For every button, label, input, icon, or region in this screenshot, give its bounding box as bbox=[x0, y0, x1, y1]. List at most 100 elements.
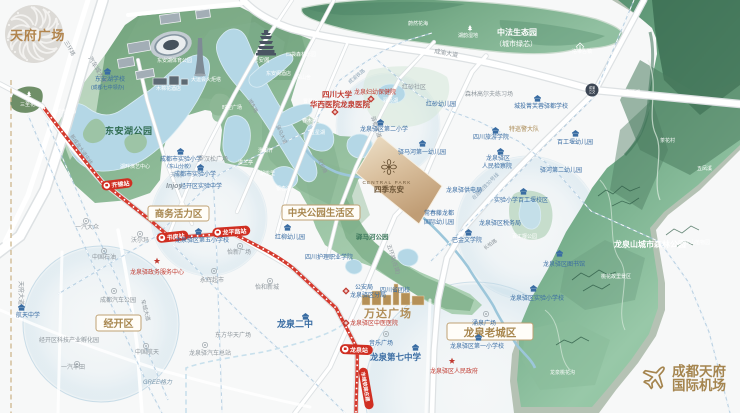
svg-text:中国航天: 中国航天 bbox=[135, 348, 159, 356]
svg-text:东安湖学校: 东安湖学校 bbox=[95, 75, 125, 83]
svg-text:桃花故里景区: 桃花故里景区 bbox=[601, 273, 631, 280]
svg-text:龙泉驿区分局: 龙泉驿区分局 bbox=[350, 291, 386, 299]
svg-text:人民检察院: 人民检察院 bbox=[482, 162, 512, 170]
svg-text:立交: 立交 bbox=[589, 89, 596, 94]
svg-text:龙泉驿区图书馆: 龙泉驿区图书馆 bbox=[543, 260, 585, 268]
svg-text:龙泉驿区第二小学: 龙泉驿区第二小学 bbox=[360, 125, 408, 133]
svg-text:驿马河第一幼儿园: 驿马河第一幼儿园 bbox=[398, 148, 446, 156]
svg-text:天府大道: 天府大道 bbox=[17, 281, 25, 305]
svg-text:龙泉站: 龙泉站 bbox=[350, 346, 368, 355]
svg-text:东安阁酒店: 东安阁酒店 bbox=[266, 70, 291, 77]
svg-text:齐锦站: 齐锦站 bbox=[111, 179, 130, 189]
svg-text:龙泉驿政务服务中心: 龙泉驿政务服务中心 bbox=[130, 268, 184, 276]
svg-text:一汽丰田: 一汽丰田 bbox=[61, 363, 85, 371]
svg-text:成渝: 成渝 bbox=[589, 85, 596, 90]
svg-text:(成都七中领办): (成都七中领办) bbox=[91, 84, 125, 91]
svg-text:涌泉广场: 涌泉广场 bbox=[472, 319, 496, 327]
svg-text:红砂社区: 红砂社区 bbox=[402, 83, 426, 91]
svg-text:龙泉驿区人民政府: 龙泉驿区人民政府 bbox=[430, 367, 478, 375]
svg-text:（城市绿芯）: （城市绿芯） bbox=[495, 39, 537, 48]
svg-text:成都市实验小学: 成都市实验小学 bbox=[174, 170, 216, 178]
svg-text:成都汽车公园: 成都汽车公园 bbox=[100, 296, 136, 304]
svg-text:航天中学: 航天中学 bbox=[16, 311, 40, 319]
svg-text:时空广场: 时空广场 bbox=[222, 104, 242, 111]
svg-text:龙泉驿汽车总站: 龙泉驿汽车总站 bbox=[189, 349, 231, 357]
svg-text:经开区实验中学: 经开区实验中学 bbox=[180, 182, 222, 190]
svg-text:东安湖公园: 东安湖公园 bbox=[105, 125, 153, 136]
svg-text:湖畔演艺中心: 湖畔演艺中心 bbox=[120, 163, 150, 170]
svg-text:东安湖体育公园: 东安湖体育公园 bbox=[157, 57, 192, 64]
svg-text:龙泉驿供电局: 龙泉驿供电局 bbox=[446, 186, 482, 194]
svg-text:森林高尔夫练习场: 森林高尔夫练习场 bbox=[465, 90, 513, 98]
svg-text:国际机场: 国际机场 bbox=[672, 377, 726, 393]
svg-text:实验小学百工堰校区: 实验小学百工堰校区 bbox=[494, 196, 548, 204]
svg-text:万达广场: 万达广场 bbox=[363, 306, 412, 320]
svg-text:大运会火炬塔: 大运会火炬塔 bbox=[191, 76, 221, 83]
svg-text:龙泉老城区: 龙泉老城区 bbox=[463, 326, 517, 339]
svg-text:龙泉二中: 龙泉二中 bbox=[276, 318, 313, 329]
svg-text:龙泉驿区: 龙泉驿区 bbox=[486, 154, 510, 162]
svg-text:四川护理职业学院: 四川护理职业学院 bbox=[305, 253, 353, 261]
svg-text:怡和新城: 怡和新城 bbox=[255, 283, 279, 291]
svg-text:成都天府: 成都天府 bbox=[672, 363, 726, 379]
svg-text:龙泉驿区实验小学校: 龙泉驿区实验小学校 bbox=[510, 294, 564, 302]
svg-text:茶花村: 茶花村 bbox=[660, 137, 675, 144]
svg-text:经开区科技产业孵化园: 经开区科技产业孵化园 bbox=[39, 336, 99, 344]
svg-text:国际幼儿园: 国际幼儿园 bbox=[424, 218, 454, 226]
svg-text:龙泉驿区中医医院: 龙泉驿区中医医院 bbox=[350, 319, 398, 327]
svg-text:宝狮湖: 宝狮湖 bbox=[625, 89, 640, 96]
svg-text:春木斋: 春木斋 bbox=[302, 117, 317, 124]
svg-text:生态湿地: 生态湿地 bbox=[331, 255, 351, 262]
svg-text:中国石油: 中国石油 bbox=[92, 253, 116, 261]
svg-text:红柳幼儿园: 红柳幼儿园 bbox=[275, 233, 305, 241]
svg-text:洛带古镇: 洛带古镇 bbox=[572, 48, 592, 55]
svg-text:湖韵湿地: 湖韵湿地 bbox=[458, 32, 478, 39]
svg-text:商务活力区: 商务活力区 bbox=[155, 208, 203, 220]
svg-text:龙泉妇幼保健院: 龙泉妇幼保健院 bbox=[354, 88, 396, 96]
svg-text:驿马河公园: 驿马河公园 bbox=[356, 232, 389, 241]
svg-text:永辉超市: 永辉超市 bbox=[200, 276, 224, 284]
svg-text:龙平路站: 龙平路站 bbox=[222, 227, 247, 237]
svg-text:龙泉第七中学: 龙泉第七中学 bbox=[369, 352, 422, 362]
svg-text:公安局: 公安局 bbox=[355, 283, 373, 291]
svg-text:常春藤龙都: 常春藤龙都 bbox=[424, 209, 454, 217]
svg-text:东安阁: 东安阁 bbox=[253, 56, 270, 64]
svg-text:音乐广场: 音乐广场 bbox=[369, 339, 393, 347]
svg-text:中法生态园: 中法生态园 bbox=[497, 27, 537, 37]
svg-text:漫兰亭: 漫兰亭 bbox=[238, 159, 253, 166]
svg-text:一汽大众: 一汽大众 bbox=[75, 223, 99, 231]
svg-text:巴金文学院: 巴金文学院 bbox=[452, 236, 482, 244]
svg-text:胡桃里: 胡桃里 bbox=[260, 170, 275, 177]
svg-text:龙泉山城市森林公园: 龙泉山城市森林公园 bbox=[613, 239, 686, 249]
svg-text:五星湖: 五星湖 bbox=[310, 129, 325, 136]
svg-text:罗汉松广场: 罗汉松广场 bbox=[198, 155, 228, 163]
svg-text:四季东安: 四季东安 bbox=[374, 184, 404, 194]
svg-text:驿河第二幼儿园: 驿河第二幼儿园 bbox=[540, 166, 582, 174]
svg-text:四川旅游学院: 四川旅游学院 bbox=[473, 133, 509, 141]
svg-text:中央公园生活区: 中央公园生活区 bbox=[288, 207, 355, 219]
svg-text:书房站: 书房站 bbox=[166, 232, 185, 242]
svg-text:五凤溪: 五凤溪 bbox=[697, 165, 712, 172]
svg-text:四川大学: 四川大学 bbox=[322, 89, 352, 99]
svg-text:时光花海: 时光花海 bbox=[56, 108, 76, 115]
svg-text:百工堰公园: 百工堰公园 bbox=[512, 233, 537, 240]
svg-text:木棉花酒店: 木棉花酒店 bbox=[156, 85, 181, 92]
svg-text:怡新广场: 怡新广场 bbox=[227, 248, 251, 256]
svg-text:成都市实验小学: 成都市实验小学 bbox=[160, 155, 202, 163]
svg-text:经开区: 经开区 bbox=[104, 317, 134, 330]
svg-text:CENTRAL PARK: CENTRAL PARK bbox=[362, 180, 411, 185]
svg-text:红砂幼儿园: 红砂幼儿园 bbox=[426, 100, 456, 108]
svg-text:龙泉驿区第五小学校: 龙泉驿区第五小学校 bbox=[175, 236, 229, 244]
svg-text:驿马湖: 驿马湖 bbox=[383, 97, 398, 104]
svg-text:四川省团校: 四川省团校 bbox=[380, 286, 410, 294]
svg-text:天悦: 天悦 bbox=[170, 171, 182, 179]
svg-text:深山舍: 深山舍 bbox=[296, 74, 311, 81]
svg-text:GREE格力: GREE格力 bbox=[143, 378, 173, 386]
svg-text:龙泉驿区第一小学校: 龙泉驿区第一小学校 bbox=[450, 342, 504, 350]
svg-text:龙泉山植物园: 龙泉山植物园 bbox=[680, 239, 710, 246]
svg-text:银杏湖: 银杏湖 bbox=[276, 185, 291, 192]
svg-text:三圣花乡: 三圣花乡 bbox=[20, 101, 40, 108]
svg-text:蔚然花海: 蔚然花海 bbox=[408, 20, 428, 27]
svg-text:置琴台: 置琴台 bbox=[303, 98, 318, 105]
svg-text:华西医院龙泉医院: 华西医院龙泉医院 bbox=[310, 99, 370, 109]
